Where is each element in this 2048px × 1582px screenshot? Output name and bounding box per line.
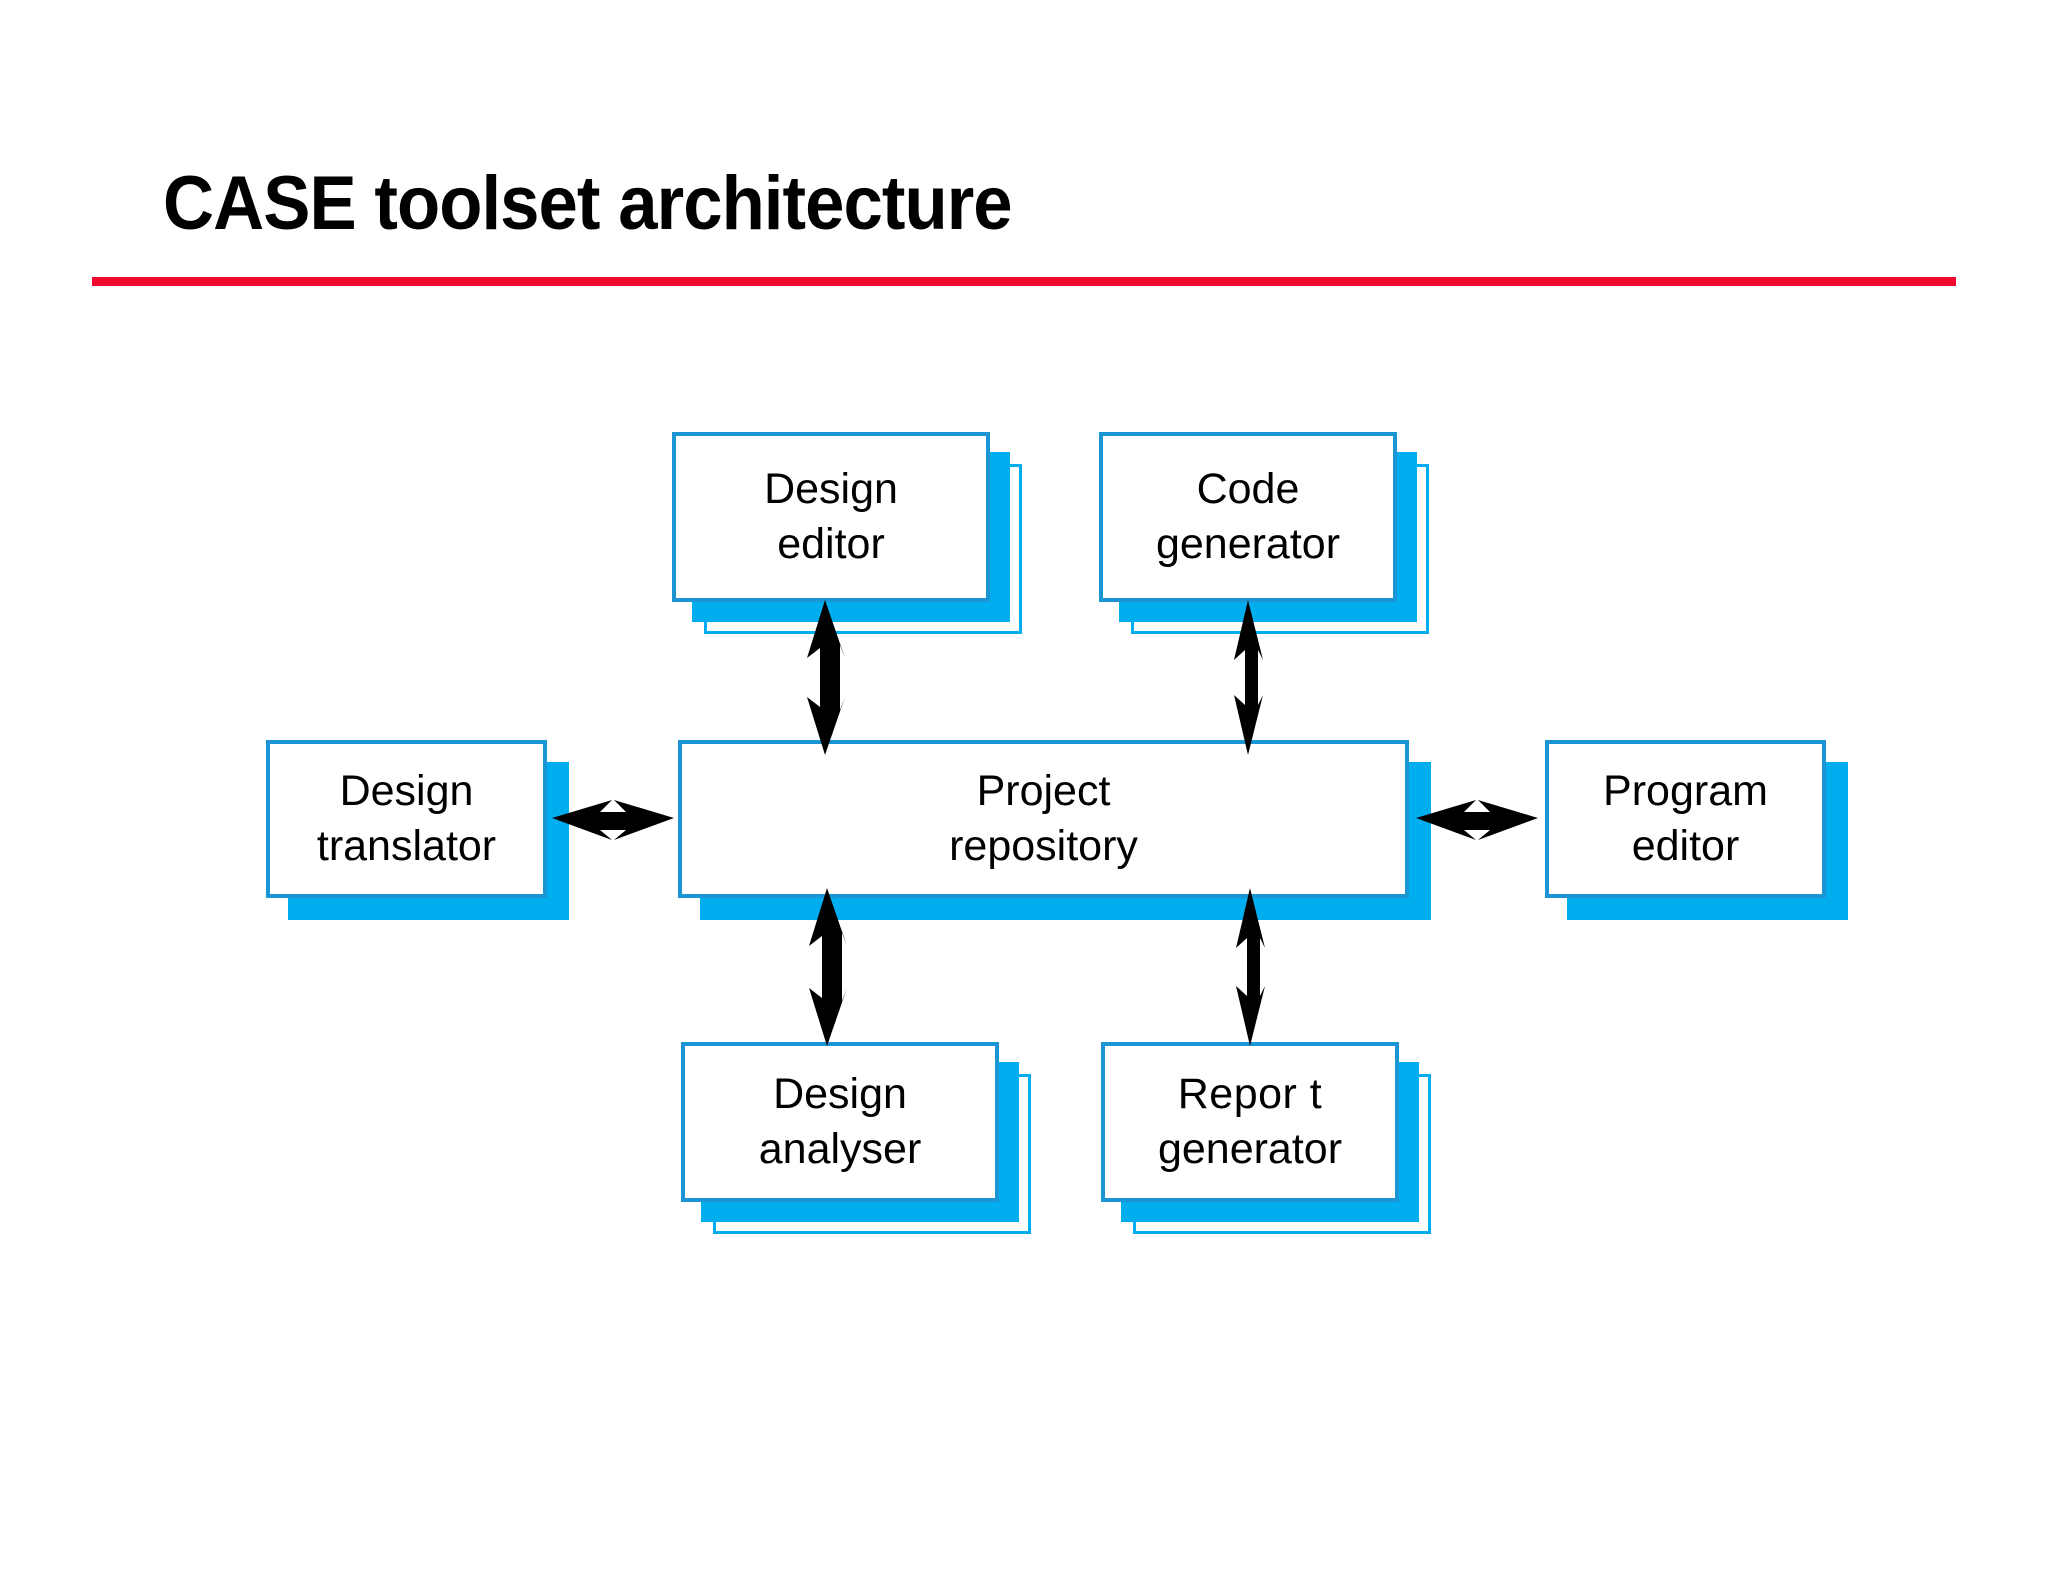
node-code-generator[interactable]: Code generator [1099, 432, 1429, 634]
node-design-analyser[interactable]: Design analyser [681, 1042, 1031, 1234]
page-title: CASE toolset architecture [163, 161, 1013, 246]
node-face: Design editor [672, 432, 990, 602]
node-label-line-1: Design [773, 1069, 907, 1118]
node-face: Design analyser [681, 1042, 999, 1202]
node-label-line-2: editor [1631, 822, 1740, 870]
node-label-line-1: Design [764, 464, 898, 513]
edge-repository-program-editor [1416, 800, 1538, 840]
node-design-editor[interactable]: Design editor [672, 432, 1022, 634]
node-report-generator[interactable]: Repor t generator [1101, 1042, 1431, 1234]
node-face: Design translator [266, 740, 547, 898]
node-face: Project repository [678, 740, 1409, 898]
node-label-line-2: generator [1155, 520, 1341, 568]
node-label-line-2: editor [777, 520, 885, 568]
node-program-editor[interactable]: Program editor [1545, 740, 1848, 920]
node-label-line-1: Project [976, 766, 1111, 815]
node-label-line-2: translator [316, 822, 497, 870]
node-face: Code generator [1099, 432, 1397, 602]
node-project-repository[interactable]: Project repository [678, 740, 1431, 920]
node-label-line-1: Code [1196, 464, 1300, 513]
node-label-line-1: Design [339, 766, 474, 815]
title-divider-rule [92, 277, 1956, 286]
node-label-line-1: Program [1603, 766, 1768, 815]
node-design-translator[interactable]: Design translator [266, 740, 569, 920]
node-label-line-1: Repor t [1177, 1069, 1323, 1118]
node-label-line-2: analyser [758, 1125, 922, 1173]
node-face: Repor t generator [1101, 1042, 1399, 1202]
node-label-line-2: generator [1157, 1125, 1343, 1173]
edge-repository-design-translator [552, 800, 674, 840]
node-face: Program editor [1545, 740, 1826, 898]
node-label-line-2: repository [949, 822, 1138, 870]
